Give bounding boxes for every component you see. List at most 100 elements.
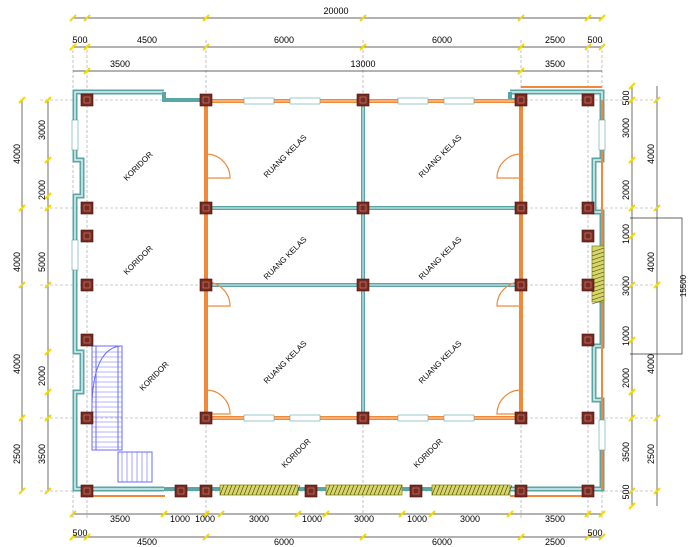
- column: [80, 411, 94, 425]
- column: [581, 229, 595, 243]
- dim-bottom2-1: 500: [72, 528, 87, 538]
- column: [199, 411, 213, 425]
- dim-right-extra: 15500: [679, 274, 688, 297]
- dim-left-inner-3: 5000: [37, 252, 47, 272]
- room-label-kelas-3: RUANG KELAS: [262, 235, 309, 282]
- column: [581, 484, 595, 498]
- column: [80, 484, 94, 498]
- dim-bottom2-4: 6000: [432, 537, 452, 547]
- dim-bottom-9: 3500: [545, 514, 565, 524]
- room-label-kelas-4: RUANG KELAS: [417, 235, 464, 282]
- dimension-labels: 20000 500 4500 6000 6000 2500 500 3500 1…: [12, 6, 688, 547]
- dim-right-inner-1: 500: [621, 90, 631, 105]
- dim-left-inner-4: 2000: [37, 366, 47, 386]
- column: [514, 278, 528, 292]
- dim-bottom-3: 1000: [195, 514, 215, 524]
- dim-left-outer-3: 4000: [12, 354, 22, 374]
- column: [199, 201, 213, 215]
- column: [199, 484, 213, 498]
- dim-top2-2: 13000: [350, 59, 375, 69]
- room-label-koridor-left-2: KORIDOR: [122, 244, 155, 277]
- dim-bottom-4: 3000: [249, 514, 269, 524]
- dim-bottom-5: 1000: [302, 514, 322, 524]
- dim-right-inner-5: 3000: [621, 276, 631, 296]
- dim-top-5: 2500: [545, 35, 565, 45]
- dim-left-inner-1: 3000: [37, 120, 47, 140]
- column: [304, 484, 318, 498]
- dim-top-3: 6000: [274, 35, 294, 45]
- room-label-koridor-left-3: KORIDOR: [138, 360, 171, 393]
- column: [80, 93, 94, 107]
- dim-left-outer-2: 4000: [12, 252, 22, 272]
- interior-walls: [164, 101, 521, 491]
- dim-bottom-8: 3000: [460, 514, 480, 524]
- column: [514, 93, 528, 107]
- dim-left-inner-5: 3500: [37, 444, 47, 464]
- column: [80, 201, 94, 215]
- dim-top2-3: 3500: [545, 59, 565, 69]
- dim-bottom-7: 1000: [407, 514, 427, 524]
- column: [514, 411, 528, 425]
- dim-right-outer-2: 4000: [646, 252, 656, 272]
- column: [514, 484, 528, 498]
- column: [199, 278, 213, 292]
- dim-right-inner-2: 3000: [621, 118, 631, 138]
- column: [581, 333, 595, 347]
- room-label-koridor-left-1: KORIDOR: [122, 150, 155, 183]
- column: [174, 484, 188, 498]
- column: [581, 411, 595, 425]
- dim-top-4: 6000: [432, 35, 452, 45]
- dim-left-outer-1: 4000: [12, 144, 22, 164]
- grid-lines: [40, 40, 660, 520]
- dim-bottom2-2: 4500: [137, 537, 157, 547]
- column: [199, 93, 213, 107]
- room-label-koridor-bottom-1: KORIDOR: [280, 437, 313, 470]
- stair-steps: [92, 351, 148, 482]
- column: [356, 93, 370, 107]
- dim-right-inner-9: 500: [621, 484, 631, 499]
- dim-top-1: 500: [72, 35, 87, 45]
- column: [80, 278, 94, 292]
- column: [356, 201, 370, 215]
- dim-overall-top: 20000: [323, 6, 348, 16]
- dim-bottom-6: 3000: [354, 514, 374, 524]
- dim-bottom2-6: 500: [587, 528, 602, 538]
- dim-right-inner-6: 1000: [621, 326, 631, 346]
- staircase: [91, 345, 153, 483]
- dim-bottom2-5: 2500: [545, 537, 565, 547]
- column: [80, 333, 94, 347]
- dim-right-inner-3: 2000: [621, 180, 631, 200]
- dim-bottom2-3: 6000: [274, 537, 294, 547]
- dimension-tick-markers: [18, 14, 661, 541]
- room-label-kelas-1: RUANG KELAS: [262, 133, 309, 180]
- column: [581, 201, 595, 215]
- dim-left-outer-4: 2500: [12, 444, 22, 464]
- dim-right-outer-3: 4000: [646, 354, 656, 374]
- dim-right-outer-1: 4000: [646, 144, 656, 164]
- dim-left-inner-2: 2000: [37, 180, 47, 200]
- column: [581, 278, 595, 292]
- dim-bottom-2: 1000: [170, 514, 190, 524]
- room-label-koridor-bottom-2: KORIDOR: [412, 437, 445, 470]
- dim-right-inner-7: 2000: [621, 368, 631, 388]
- structural-columns: [80, 93, 595, 498]
- column: [409, 484, 423, 498]
- dim-right-outer-4: 2500: [646, 444, 656, 464]
- room-label-kelas-5: RUANG KELAS: [262, 339, 309, 386]
- column: [80, 229, 94, 243]
- window-openings: [71, 97, 606, 451]
- column: [356, 411, 370, 425]
- dimension-lines: [21, 17, 683, 538]
- dim-top-2: 4500: [137, 35, 157, 45]
- column: [356, 278, 370, 292]
- dim-top-6: 500: [587, 35, 602, 45]
- column: [581, 93, 595, 107]
- room-label-kelas-2: RUANG KELAS: [417, 133, 464, 180]
- dim-right-inner-4: 1000: [621, 224, 631, 244]
- dim-bottom-1: 3500: [110, 514, 130, 524]
- classroom-walls: [87, 86, 603, 497]
- dim-right-inner-8: 3500: [621, 442, 631, 462]
- column: [514, 201, 528, 215]
